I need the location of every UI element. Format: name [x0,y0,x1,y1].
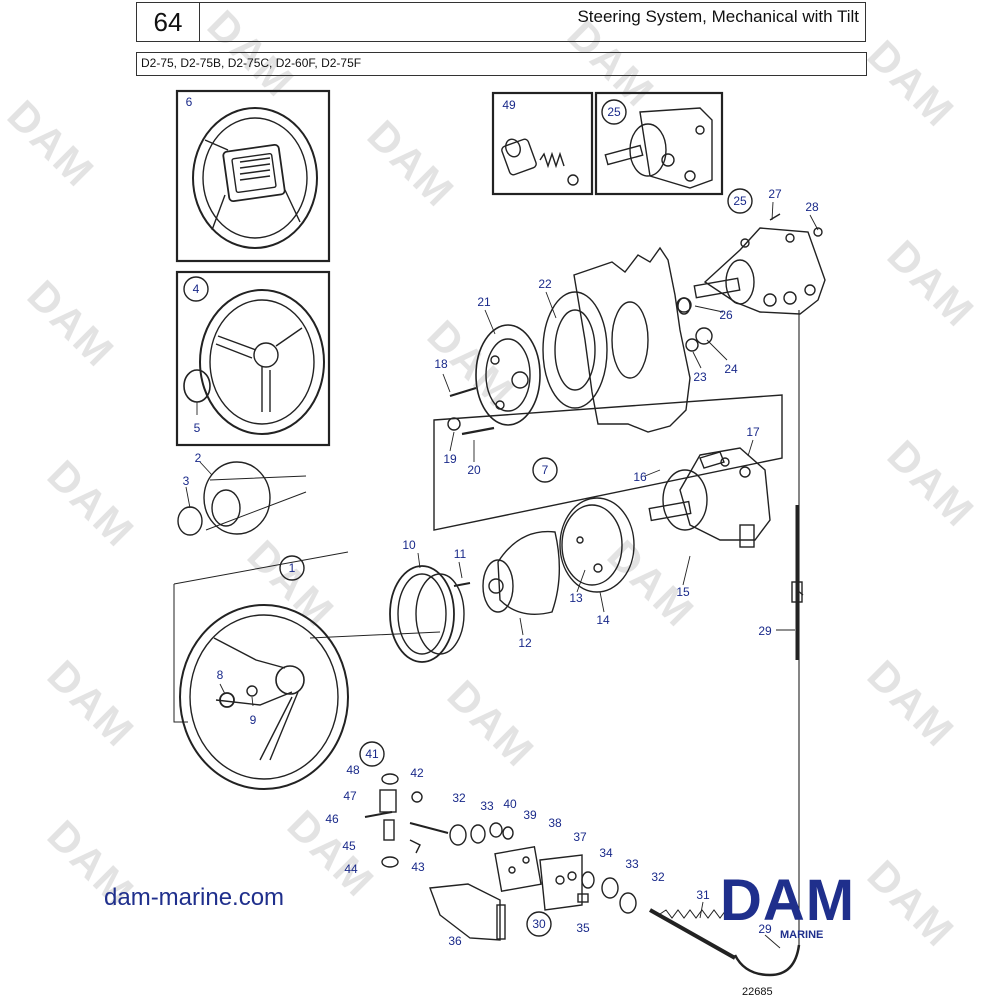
callout-29-lower: 29 [758,922,772,936]
callout-circle-30 [526,911,552,937]
callout-45: 45 [342,839,356,853]
lower-bracket-drawing [429,846,583,941]
bulkhead-plate [573,246,691,433]
callout-29: 29 [758,624,772,638]
callout-22: 22 [538,277,552,291]
callout-circle-4 [183,276,209,302]
tilt-unit-25-drawing [604,107,713,189]
callout-44: 44 [344,862,358,876]
callout-46: 46 [325,812,339,826]
steering-wheel-6-drawing [192,107,318,249]
cap-3 [177,506,203,536]
callout-4: 4 [192,282,200,296]
callout-14: 14 [596,613,610,627]
callout-2: 2 [194,451,202,465]
hardware-drawing [364,773,637,914]
callout-circle-25 [727,188,753,214]
document-number: 22685 [742,986,773,998]
callout-32: 32 [452,791,466,805]
callout-circle-25-inset [601,99,627,125]
callout-13: 13 [569,591,583,605]
callout-43: 43 [411,860,425,874]
callout-36: 36 [448,934,462,948]
callout-circle-41 [359,741,385,767]
callout-28: 28 [805,200,819,214]
callout-40: 40 [503,797,517,811]
callout-21: 21 [477,295,491,309]
callout-17: 17 [746,425,760,439]
inset-box-4 [175,270,331,447]
callout-11: 11 [453,547,467,561]
callout-34: 34 [599,846,613,860]
callout-49: 49 [502,98,516,112]
trim-ring-10 [389,565,455,663]
callout-9: 9 [249,713,257,727]
callout-26: 26 [719,308,733,322]
callout-42: 42 [410,766,424,780]
callout-1: 1 [288,561,296,575]
callout-30: 30 [532,917,546,931]
callout-5: 5 [193,421,201,435]
main-steering-wheel-drawing [179,604,349,790]
callout-47: 47 [343,789,357,803]
callout-16: 16 [633,470,647,484]
models-box: D2-75, D2-75B, D2-75C, D2-60F, D2-75F [136,52,867,76]
mount-plate-21 [475,324,541,426]
callout-circle-1 [279,555,305,581]
callout-19: 19 [443,452,457,466]
website-link[interactable]: dam-marine.com [104,884,285,911]
callout-33: 33 [480,799,494,813]
callout-6: 6 [185,95,193,109]
inset-box-25 [594,91,724,196]
inset-box-49 [491,91,594,196]
callout-20: 20 [467,463,481,477]
callout-35: 35 [576,921,590,935]
callout-18: 18 [434,357,448,371]
leader-lines [185,201,819,949]
bulkhead-hole [611,301,649,379]
callout-37: 37 [573,830,587,844]
page-number: 64 [136,2,200,42]
callout-41: 41 [365,747,379,761]
logo-subtext: MARINE [780,929,823,941]
model-list: D2-75, D2-75B, D2-75C, D2-60F, D2-75F [141,56,362,70]
tilt-housing-drawing [676,213,826,315]
callout-39: 39 [523,808,537,822]
dam-marine-logo: DAM MARINE [720,868,855,941]
assembly-bracket-7 [433,394,783,531]
logo-text: DAM [720,868,855,933]
wheel-assembly-bracket-1 [173,551,441,723]
callout-circle-7 [532,457,558,483]
spring-bush-49-drawing [501,138,579,186]
callout-27: 27 [768,187,782,201]
callout-23: 23 [693,370,707,384]
callout-24: 24 [724,362,738,376]
callout-31: 31 [696,888,710,902]
hub-2 [203,461,271,535]
steering-wheel-4-drawing [183,289,325,435]
page-title: Steering System, Mechanical with Tilt [577,7,859,26]
callout-3: 3 [182,474,190,488]
callout-25: 25 [733,194,747,208]
callout-8: 8 [216,668,224,682]
cone-cover-12 [497,530,561,615]
cover-14 [559,497,635,593]
callout-32-lower: 32 [651,870,665,884]
callout-10: 10 [402,538,416,552]
callout-38: 38 [548,816,562,830]
callout-33-lower: 33 [625,857,639,871]
callout-15: 15 [676,585,690,599]
callout-12: 12 [518,636,532,650]
gasket-22 [542,291,608,409]
callout-7: 7 [541,463,549,477]
callout-25-inset: 25 [607,105,621,119]
callout-48: 48 [346,763,360,777]
title-box: Steering System, Mechanical with Tilt [198,2,866,42]
tilt-mechanism-17-drawing [648,447,771,548]
inset-box-6 [175,89,331,263]
steering-cable-29-drawing [649,310,804,977]
